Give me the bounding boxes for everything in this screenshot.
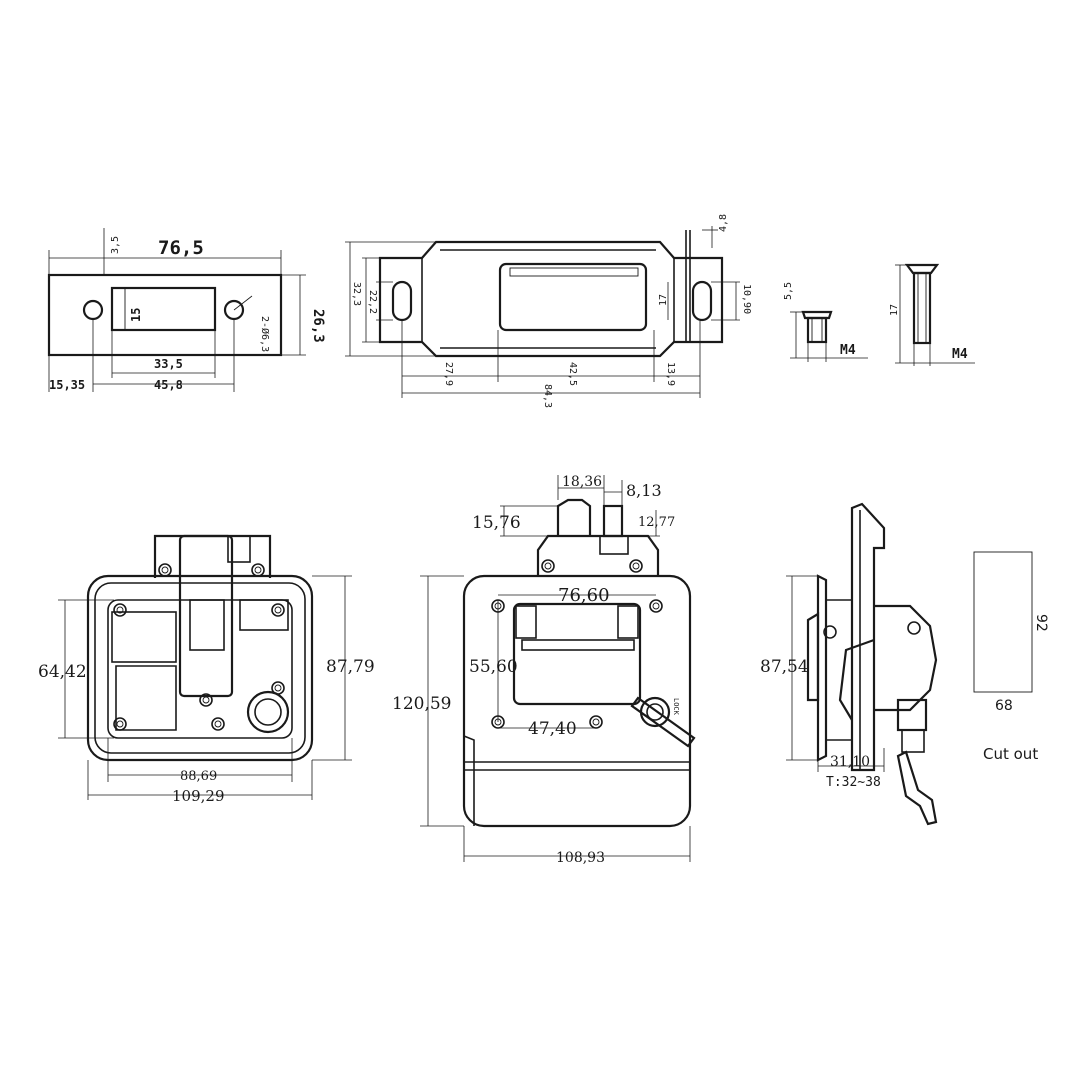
dim-rear-hole-height: 64,42 (38, 662, 87, 682)
long-screw-view: 17 M4 (889, 263, 975, 366)
front-latch-tab (556, 498, 592, 536)
cutout-rect (973, 551, 1033, 693)
dim-rear-overall-height: 87,79 (326, 657, 375, 677)
dim-right-offset: 13,9 (665, 362, 676, 386)
dim-edge-to-hole: 15,35 (49, 378, 85, 392)
dim-plate-height: 26,3 (310, 309, 326, 343)
dim-outer-height: 32,3 (351, 282, 362, 306)
dim-front-d: 12,77 (638, 515, 675, 530)
dim-front-hole-width-bottom: 47,40 (528, 719, 577, 739)
front-key (630, 696, 696, 748)
bracket-slot-right (691, 280, 713, 322)
side-latch-housing (874, 604, 938, 712)
short-screw-view: 5,5 M4 (783, 282, 868, 362)
plate-outline (47, 273, 283, 357)
plate-slot (110, 286, 217, 332)
bracket-outline (378, 240, 724, 358)
dim-center-span: 42,5 (567, 362, 578, 386)
rear-latch-body (178, 534, 234, 698)
dim-short-screw-height: 5,5 (783, 282, 794, 300)
dim-front-overall-width: 108,93 (556, 850, 605, 866)
rear-lock-cylinder (246, 690, 290, 734)
cutout-height: 92 (1033, 614, 1049, 632)
side-lock-cylinder (896, 698, 928, 732)
side-view: 87,54 31,10 T:32~38 (760, 502, 938, 826)
dim-side-thickness: T:32~38 (826, 775, 881, 790)
short-screw-thread: M4 (840, 343, 856, 358)
mount-hole-left (82, 299, 104, 321)
dim-front-c: 15,76 (472, 513, 521, 533)
dim-front-a: 18,36 (562, 474, 602, 490)
dim-hole-diameter: 2-Ø6,3 (259, 316, 271, 352)
dim-slot-height: 15 (129, 308, 143, 322)
side-back-frame (850, 502, 886, 772)
dim-mid-height: 22,2 (367, 290, 378, 314)
dim-long-screw-height: 17 (889, 304, 900, 316)
long-screw-thread: M4 (952, 347, 968, 362)
rear-outer-flange (86, 574, 314, 762)
dim-side-depth: 31,10 (830, 754, 870, 770)
dim-length: 76,5 (158, 237, 204, 259)
cutout-width: 68 (995, 698, 1013, 714)
cutout-view: 92 68 Cut out (973, 551, 1049, 763)
side-key-tail (896, 750, 938, 826)
dim-front-hole-height: 55,60 (469, 657, 518, 677)
dim-left-offset: 27,9 (443, 362, 454, 386)
dim-thickness: 4,8 (718, 214, 729, 232)
dim-offset: 3,5 (110, 236, 121, 254)
dim-front-hole-width-top: 76,60 (558, 585, 610, 606)
bracket-window (498, 262, 648, 332)
cutout-label: Cut out (983, 745, 1038, 763)
dim-slot-length: 10,90 (741, 284, 752, 314)
front-outer-body (462, 574, 692, 828)
rear-view: 64,42 87,79 88,69 109,29 (38, 534, 375, 805)
dim-front-overall-height: 120,59 (392, 694, 451, 714)
front-view: LOCK 18,36 8,13 15,76 12,77 76,60 55,60 … (392, 474, 696, 866)
side-front-flange (816, 574, 828, 762)
dim-front-b: 8,13 (626, 481, 662, 500)
front-handle-recess (512, 602, 642, 706)
dim-slot-width: 33,5 (154, 357, 183, 371)
bracket-slot-left (391, 280, 413, 322)
dim-side-height: 87,54 (760, 657, 809, 677)
dim-hole-spacing: 45,8 (154, 378, 183, 392)
dim-rear-hole-width: 88,69 (180, 769, 217, 784)
top-plate-view: 76,5 3,5 15 26,3 2-Ø6,3 33,5 45,8 15,35 (47, 228, 326, 392)
bracket-view: 32,3 22,2 17 4,8 10,90 27,9 42,5 13,9 84… (345, 214, 752, 408)
dim-right-height: 17 (658, 294, 669, 306)
svg-text:LOCK: LOCK (672, 698, 680, 716)
dim-rear-overall-width: 109,29 (172, 787, 225, 805)
dim-total-length: 84,3 (542, 384, 553, 408)
